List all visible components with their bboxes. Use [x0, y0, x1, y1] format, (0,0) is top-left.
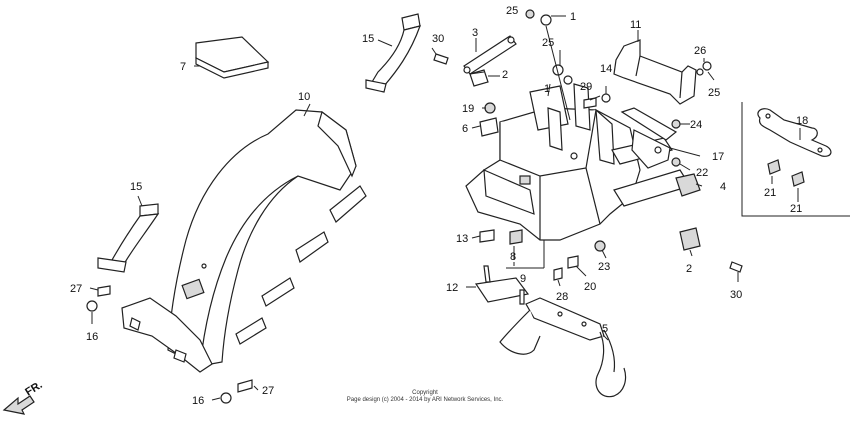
callout-6: 6 [462, 123, 468, 135]
part-15-strap-top [365, 13, 421, 93]
hardware [86, 9, 743, 404]
callout-30: 30 [730, 289, 742, 301]
callout-16: 16 [86, 331, 98, 343]
part-18-inset-box [741, 102, 850, 217]
callout-21: 21 [790, 203, 802, 215]
part-15-strap-left [97, 203, 160, 273]
copyright-line-1: Copyright [412, 390, 438, 396]
callout-3: 3 [472, 27, 478, 39]
callout-19: 19 [462, 103, 474, 115]
callout-16: 16 [192, 395, 204, 407]
callout-29: 29 [580, 81, 592, 93]
direction-arrow: FR. [2, 379, 45, 415]
part-17-stay [620, 107, 678, 169]
callout-24: 24 [690, 119, 702, 131]
callout-13: 13 [456, 233, 468, 245]
part-3-bar [463, 35, 517, 75]
callout-22: 22 [696, 167, 708, 179]
part-11-bracket [613, 39, 697, 105]
callout-27: 27 [70, 283, 82, 295]
part-21-grommets [767, 159, 805, 187]
part-5-stand [499, 297, 627, 398]
part-4-pad [675, 173, 701, 197]
callout-18: 18 [796, 115, 808, 127]
callout-15: 15 [130, 181, 142, 193]
callout-17: 17 [712, 151, 724, 163]
callout-25: 25 [708, 87, 720, 99]
callout-8: 8 [510, 251, 516, 263]
part-7-pad [195, 36, 270, 79]
callout-27: 27 [262, 385, 274, 397]
copyright-line-2: Page design (c) 2004 - 2014 by ARI Netwo… [347, 397, 504, 403]
callout-2: 2 [686, 263, 692, 275]
callout-20: 20 [584, 281, 596, 293]
callout-15: 15 [362, 33, 374, 45]
leader-lines [89, 15, 801, 401]
callout-labels: 1 1 2 2 3 4 5 6 7 8 9 10 11 12 13 14 15 … [70, 5, 808, 407]
callout-25: 25 [542, 37, 554, 49]
callout-23: 23 [598, 261, 610, 273]
callout-10: 10 [298, 91, 310, 103]
callout-28: 28 [556, 291, 568, 303]
callout-2: 2 [502, 69, 508, 81]
callout-14: 14 [600, 63, 612, 75]
callout-1: 1 [570, 11, 576, 23]
part-12-plate [474, 265, 530, 305]
direction-label: FR. [23, 379, 44, 399]
callout-25: 25 [506, 5, 518, 17]
callout-12: 12 [446, 282, 458, 294]
part-10-rear-fender [121, 109, 367, 373]
callout-4: 4 [720, 181, 726, 193]
copyright-notice: Copyright Page design (c) 2004 - 2014 by… [347, 390, 504, 403]
callout-30: 30 [432, 33, 444, 45]
callout-26: 26 [694, 45, 706, 57]
callout-1: 1 [544, 83, 550, 95]
callout-21: 21 [764, 187, 776, 199]
callout-11: 11 [630, 19, 641, 31]
callout-9: 9 [520, 273, 526, 285]
part-9-battery-box [465, 83, 691, 241]
callout-7: 7 [180, 61, 186, 73]
callout-5: 5 [602, 323, 608, 335]
